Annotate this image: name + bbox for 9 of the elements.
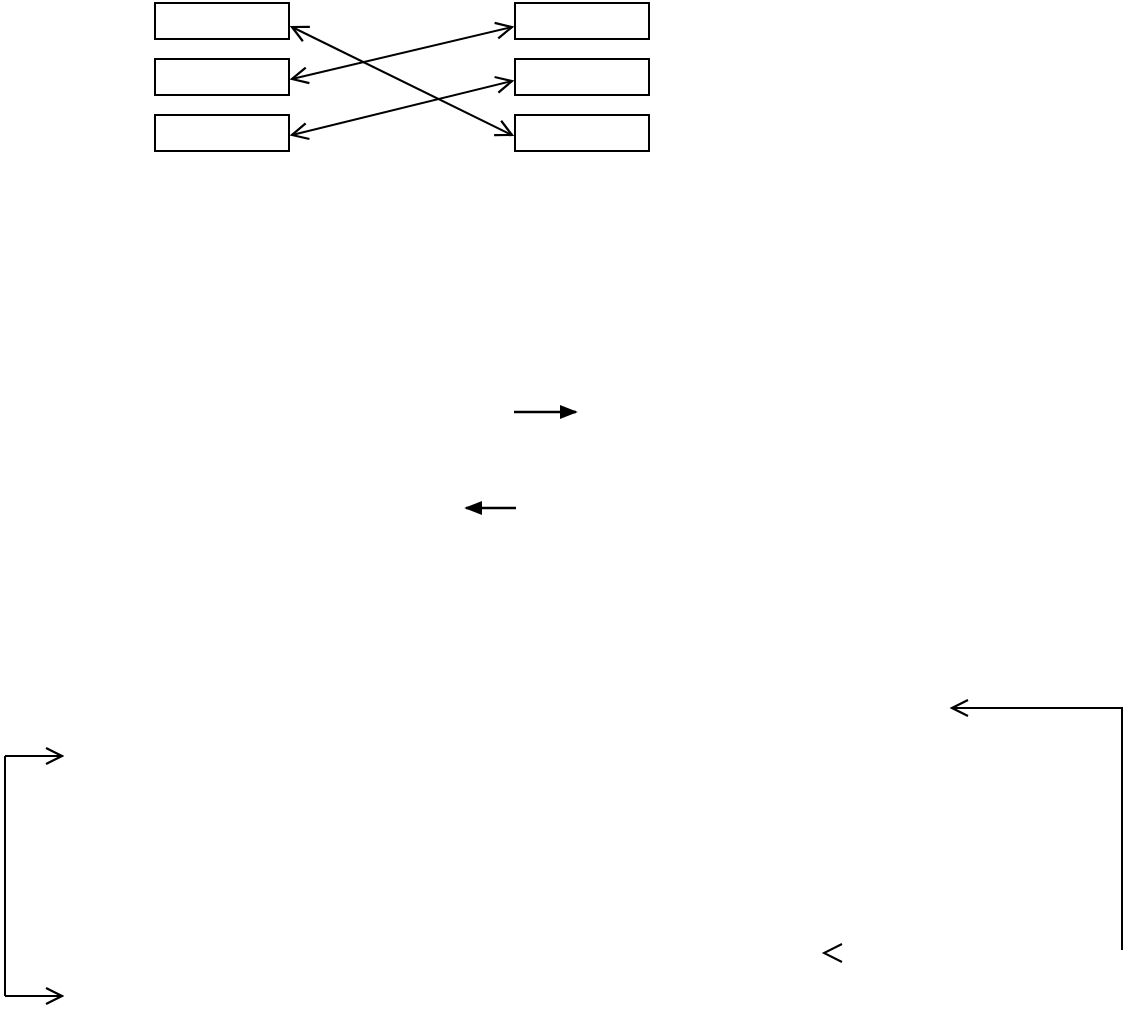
double-arrow	[290, 21, 514, 85]
empty-box	[514, 114, 650, 152]
empty-box	[514, 58, 650, 96]
empty-box	[154, 114, 290, 152]
double-arrow	[290, 75, 514, 141]
empty-box	[154, 58, 290, 96]
empty-box	[514, 2, 650, 40]
empty-box	[154, 2, 290, 40]
double-arrow	[290, 25, 514, 137]
